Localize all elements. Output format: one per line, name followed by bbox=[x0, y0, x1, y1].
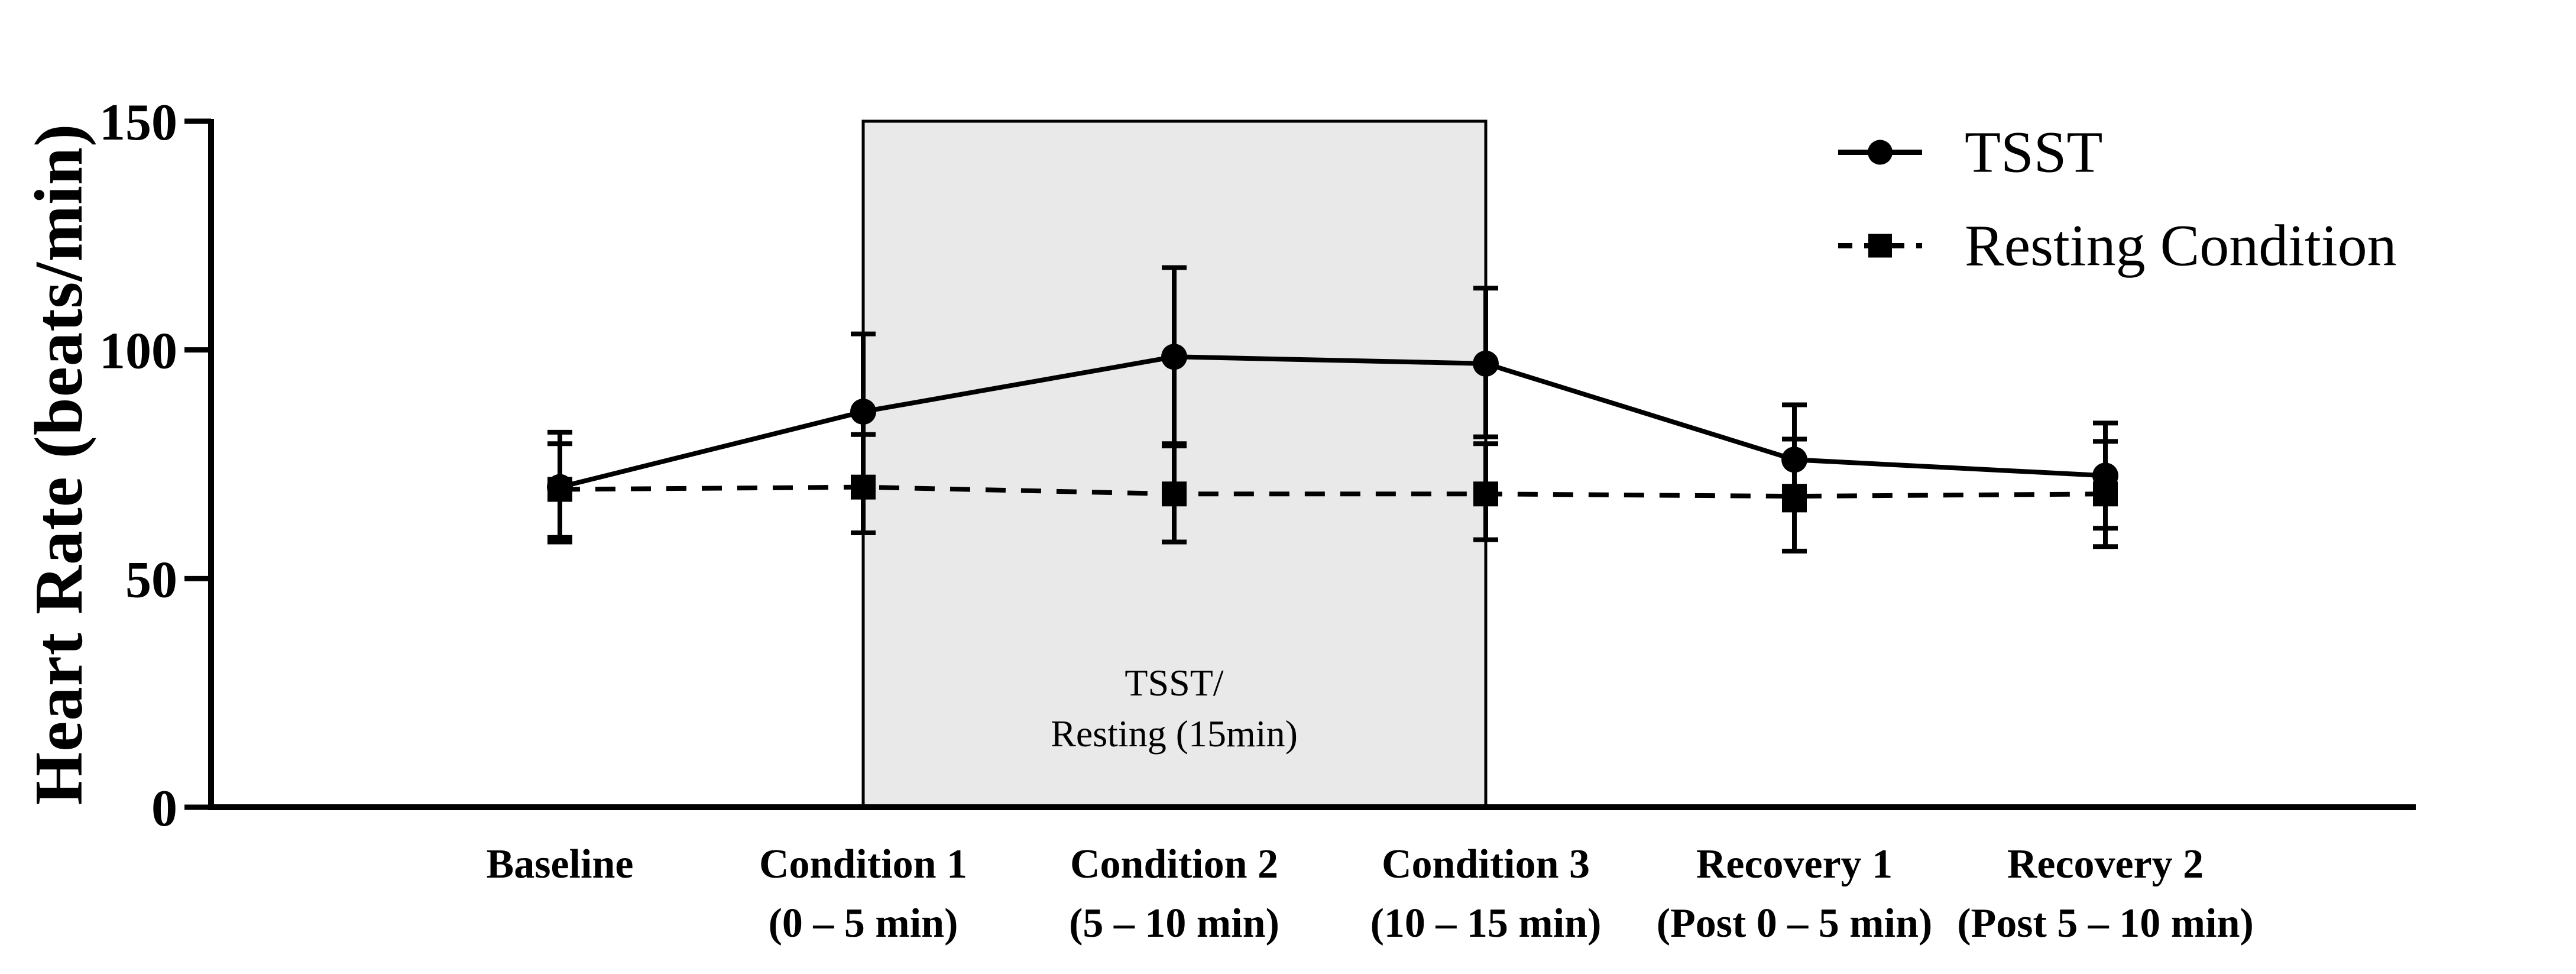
x-category-label: Condition 1 (0 – 5 min) bbox=[759, 835, 967, 953]
tsst-marker bbox=[1781, 446, 1807, 473]
y-tick-label: 50 bbox=[125, 551, 177, 609]
resting-marker bbox=[547, 477, 572, 502]
x-category-label-line1: Baseline bbox=[486, 842, 634, 887]
y-axis-title: Heart Rate (beats/min) bbox=[21, 123, 96, 805]
shaded-region-label: TSST/ Resting (15min) bbox=[1051, 658, 1298, 759]
x-category-label: Condition 3 (10 – 15 min) bbox=[1370, 835, 1602, 953]
x-category-label-line1: Recovery 2 bbox=[2007, 842, 2204, 887]
legend-item-resting: Resting Condition bbox=[1836, 212, 2397, 280]
tsst-line bbox=[559, 354, 2106, 490]
legend-item-tsst: TSST bbox=[1836, 118, 2102, 186]
x-category-label-line2: (Post 0 – 5 min) bbox=[1656, 901, 1933, 946]
x-category-label-line2: (5 – 10 min) bbox=[1069, 901, 1279, 946]
tsst-legend-marker-icon bbox=[1838, 140, 1922, 164]
x-category-label-line2: (Post 5 – 10 min) bbox=[1957, 901, 2254, 946]
x-category-label-line1: Condition 1 bbox=[759, 842, 968, 887]
resting-marker bbox=[1782, 484, 1807, 509]
shaded-region-label-line1: TSST/ bbox=[1125, 662, 1224, 704]
tsst-marker bbox=[1473, 350, 1499, 377]
x-category-label: Condition 2 (5 – 10 min) bbox=[1069, 835, 1279, 953]
y-tick-label: 100 bbox=[99, 323, 177, 380]
resting-legend-marker-icon bbox=[1838, 234, 1922, 257]
y-tick-label: 0 bbox=[151, 780, 177, 837]
x-category-label-line1: Condition 2 bbox=[1070, 842, 1279, 887]
x-category-label: Baseline bbox=[487, 835, 634, 894]
x-category-label: Recovery 2 (Post 5 – 10 min) bbox=[1957, 835, 2254, 953]
resting-marker bbox=[851, 474, 876, 500]
resting-marker bbox=[2093, 481, 2118, 507]
y-tick-label: 150 bbox=[99, 94, 177, 151]
x-category-label: Recovery 1 (Post 0 – 5 min) bbox=[1657, 835, 1933, 953]
tsst-marker bbox=[1161, 344, 1187, 370]
legend-label-resting: Resting Condition bbox=[1965, 212, 2397, 279]
resting-marker bbox=[1162, 481, 1187, 507]
shaded-region-label-line2: Resting (15min) bbox=[1051, 713, 1298, 755]
resting-marker bbox=[1473, 481, 1498, 507]
tsst-marker bbox=[850, 399, 876, 425]
legend-label-tsst: TSST bbox=[1965, 119, 2103, 185]
x-category-label-line1: Recovery 1 bbox=[1696, 842, 1893, 887]
x-category-label-line1: Condition 3 bbox=[1381, 842, 1590, 887]
resting-line bbox=[559, 484, 2106, 499]
x-category-label-line2: (0 – 5 min) bbox=[768, 901, 958, 946]
x-category-label-line2: (10 – 15 min) bbox=[1370, 901, 1602, 946]
